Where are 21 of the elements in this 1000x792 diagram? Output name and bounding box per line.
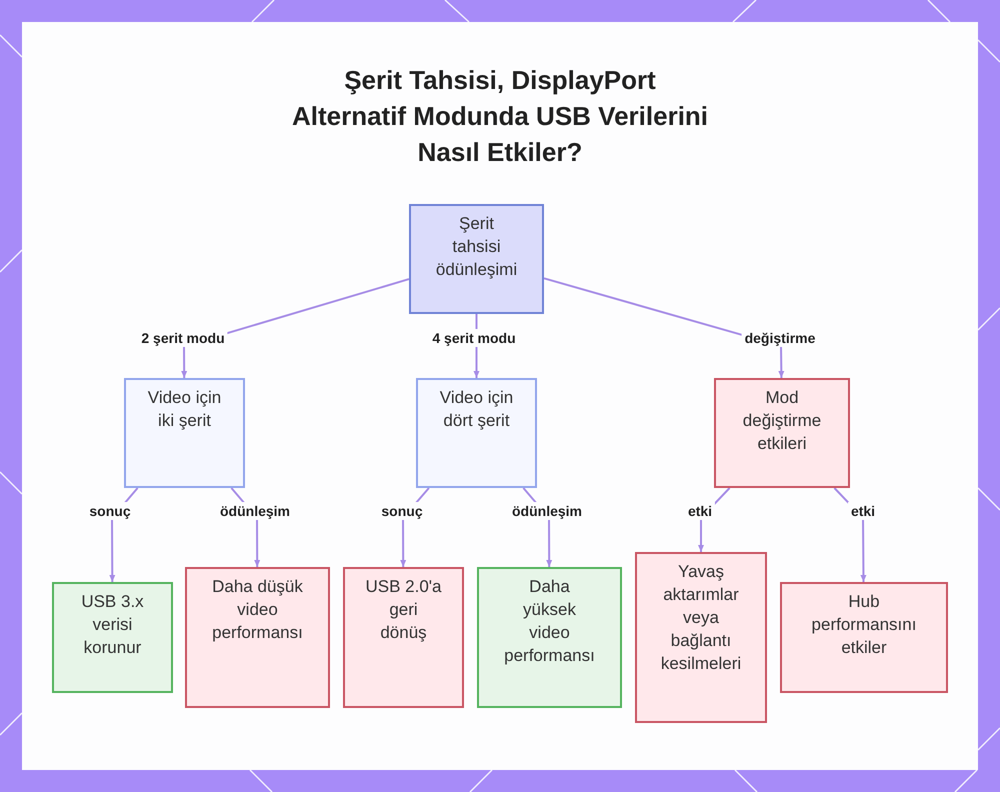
topic-box: [409, 204, 544, 314]
effect-box: [714, 378, 850, 488]
diagram-title: Şerit Tahsisi, DisplayPort Alternatif Modunda USB Verilerini Nasıl Etkiler?: [290, 64, 710, 169]
option-box: [416, 378, 537, 488]
box-text: Daha düşük video performansı: [211, 576, 304, 644]
box-text: Yavaş aktarımlar veya bağlantı kesilmeleri: [660, 561, 742, 675]
effect-box: [185, 567, 330, 708]
effect-box: [477, 567, 622, 708]
box-text: Daha yüksek video performansı: [503, 576, 596, 667]
effect-box: [635, 552, 767, 723]
box-text: Mod değiştirme etkileri: [742, 387, 822, 455]
effect-box: [52, 582, 173, 693]
effect-box: [343, 567, 464, 708]
box-text: Hub performansını etkiler: [810, 591, 918, 659]
box-text: Video için dört şerit: [438, 387, 514, 432]
box-text: USB 3.x verisi korunur: [80, 591, 145, 659]
box-text: Şerit tahsisi ödünleşimi: [434, 213, 518, 281]
effect-box: [780, 582, 948, 693]
option-box: [124, 378, 245, 488]
box-text: Video için iki şerit: [146, 387, 222, 432]
box-text: USB 2.0'a geri dönüş: [364, 576, 442, 644]
